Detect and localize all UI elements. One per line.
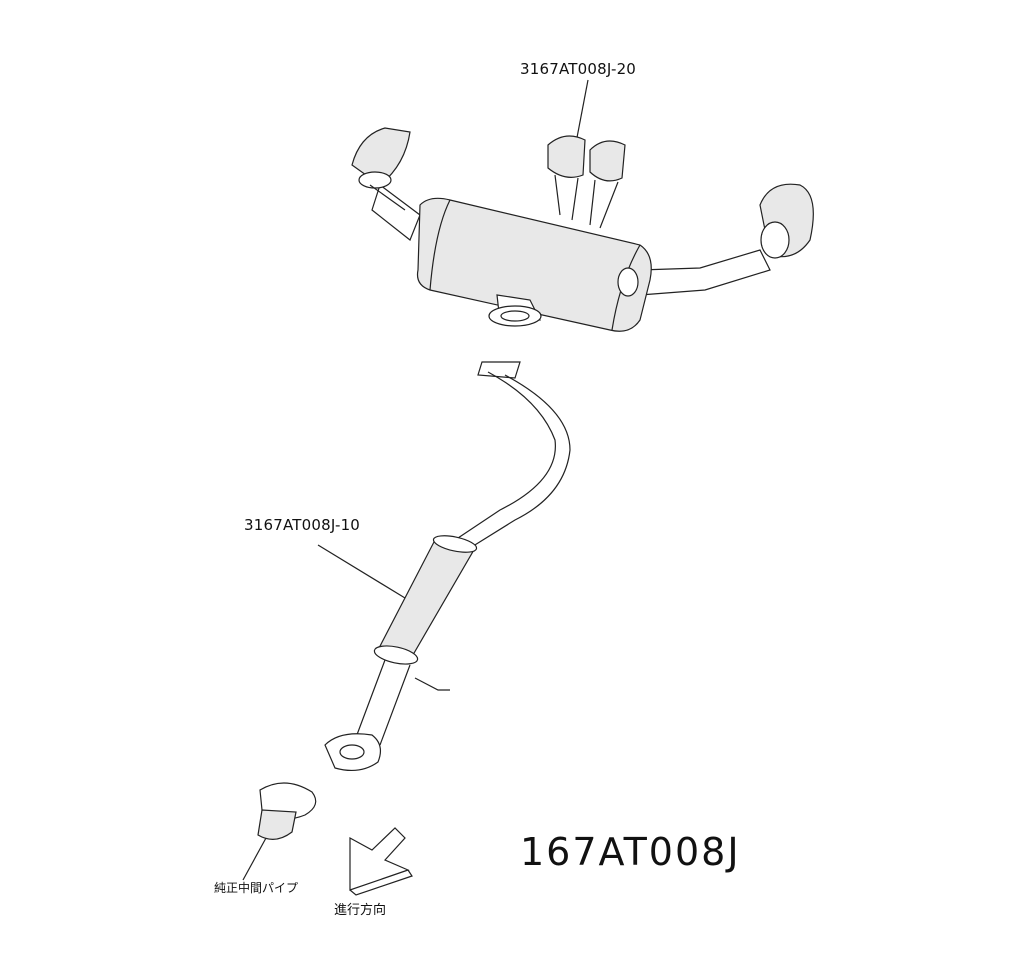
leader-stock xyxy=(242,837,267,881)
stock-pipe xyxy=(257,782,317,840)
part-label-front: 3167AT008J-10 xyxy=(244,516,361,534)
leader-front xyxy=(317,544,406,599)
kit-number: 167AT008J xyxy=(520,830,741,874)
stock-pipe-label: 純正中間パイプ xyxy=(214,881,299,895)
part-label-rear: 3167AT008J-20 xyxy=(520,60,637,78)
direction-arrow-icon xyxy=(349,827,413,896)
direction-label: 進行方向 xyxy=(334,903,387,918)
front-pipe xyxy=(324,361,571,772)
rear-muffler xyxy=(351,127,814,332)
